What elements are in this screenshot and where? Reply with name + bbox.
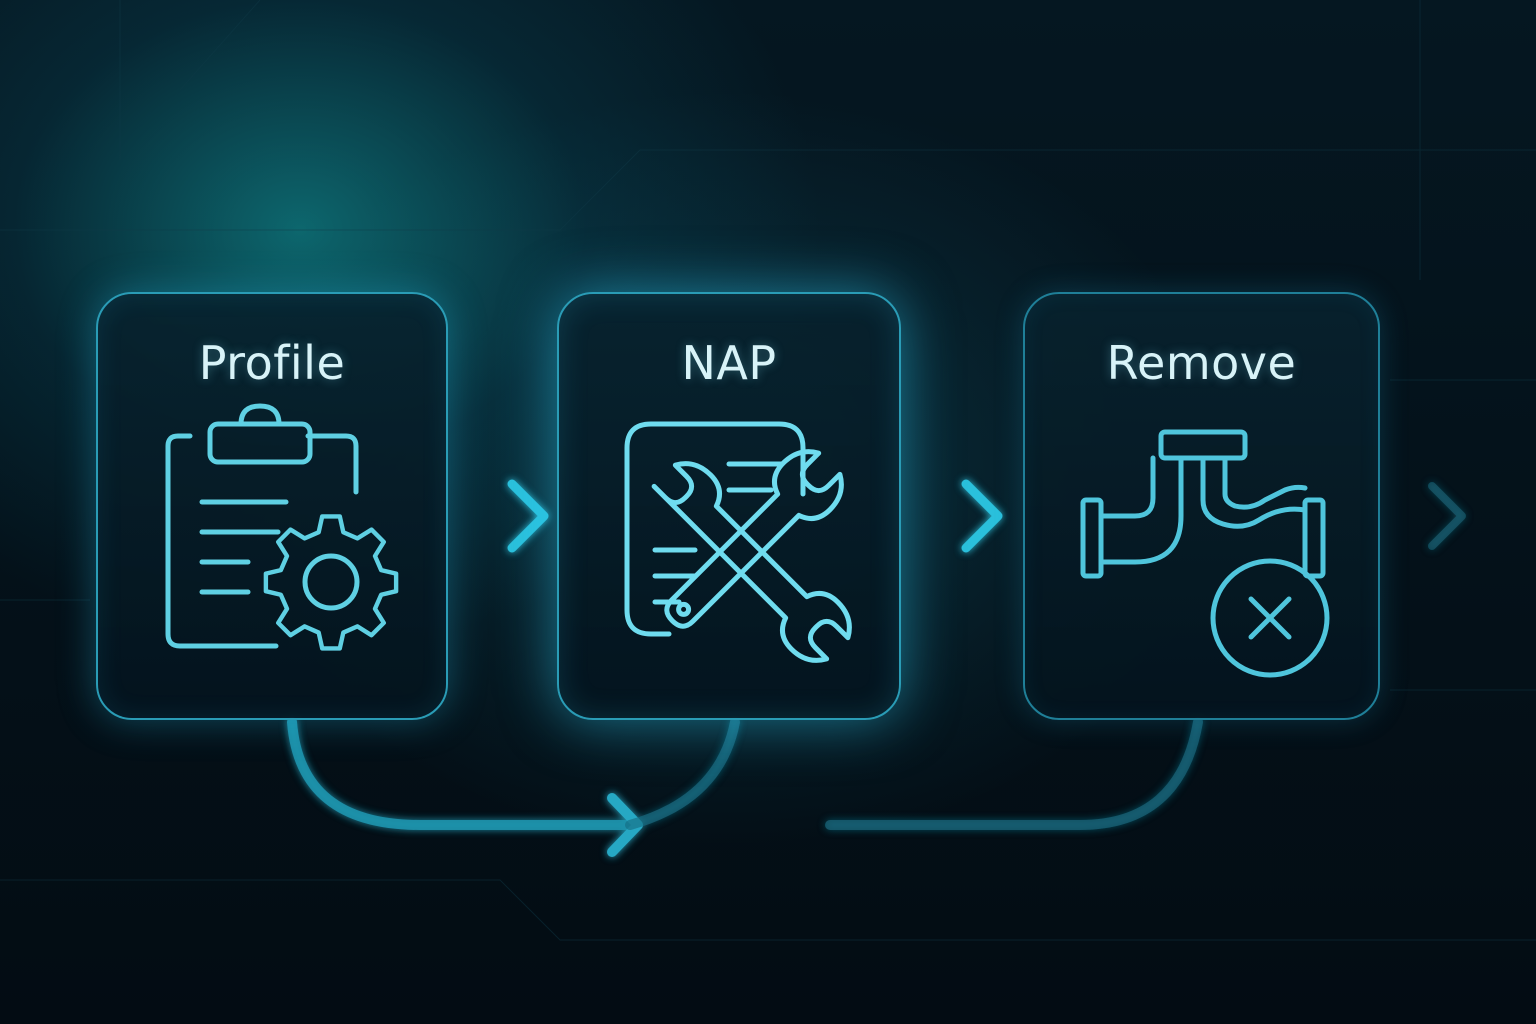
step-title: Profile xyxy=(198,336,346,390)
arrow-nap-to-remove xyxy=(901,479,1003,553)
step-title: Remove xyxy=(1106,336,1297,390)
step-card-remove[interactable]: Remove xyxy=(1023,292,1380,720)
pipe-cancel-icon xyxy=(1080,429,1330,678)
arrow-profile-to-nap xyxy=(450,479,549,553)
step-title: NAP xyxy=(681,336,777,390)
clipboard-gear-icon xyxy=(165,403,399,651)
document-wrenches-icon xyxy=(624,421,852,663)
curved-flow-profile-to-nap xyxy=(287,717,740,857)
step-card-profile[interactable]: Profile xyxy=(96,292,448,720)
step-card-nap[interactable]: NAP xyxy=(557,292,901,720)
curved-flow-nap-to-remove xyxy=(825,717,1203,830)
arrow-remove-out xyxy=(1384,482,1466,550)
